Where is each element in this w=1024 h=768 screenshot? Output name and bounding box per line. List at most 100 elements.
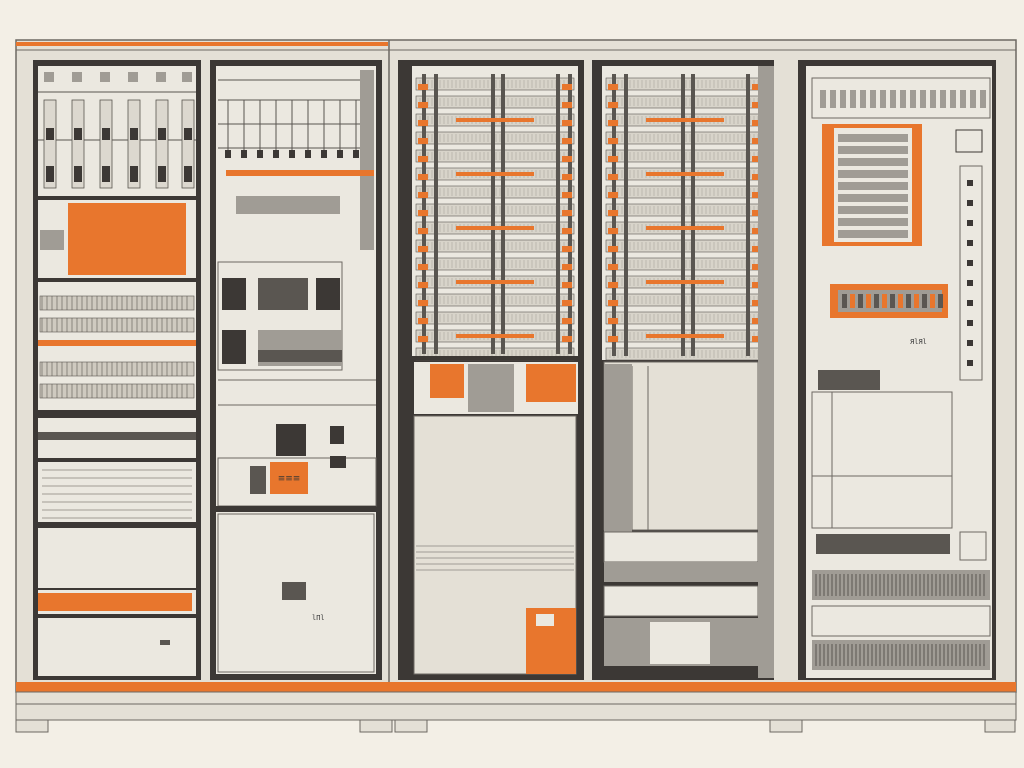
orange-clip xyxy=(752,210,762,216)
section-meter xyxy=(38,462,196,522)
rack-post xyxy=(434,74,438,354)
orange-clip xyxy=(752,174,762,180)
breaker-toggle xyxy=(130,128,138,140)
relay xyxy=(938,294,943,308)
rack-post xyxy=(691,74,695,356)
orange-clip xyxy=(562,282,572,288)
relay xyxy=(874,294,879,308)
rack-post xyxy=(681,74,685,356)
breaker-toggle xyxy=(102,128,110,140)
terminal-lug xyxy=(225,150,231,158)
rack-post xyxy=(491,74,495,354)
orange-bus xyxy=(646,280,724,284)
meter-1 xyxy=(222,278,246,310)
breaker-toggle xyxy=(74,166,82,182)
indicator-led xyxy=(967,220,973,226)
cabinet-center-left: ≡≡≡ lПl xyxy=(210,60,382,680)
orange-bus xyxy=(456,118,534,122)
orange-clip xyxy=(608,210,618,216)
foot-5 xyxy=(984,719,1016,733)
relay xyxy=(906,294,911,308)
busbar-slot xyxy=(838,194,908,202)
meter-panel xyxy=(217,261,343,371)
section-lower xyxy=(38,528,196,588)
orange-clip xyxy=(608,84,618,90)
terminal-lug xyxy=(337,150,343,158)
orange-bus xyxy=(456,334,534,338)
indicator-led xyxy=(967,240,973,246)
terminal xyxy=(870,90,876,108)
terminal-lug xyxy=(321,150,327,158)
orange-clip xyxy=(608,102,618,108)
cabinet-left xyxy=(33,60,201,680)
busbar-slot xyxy=(838,170,908,178)
relay xyxy=(850,294,855,308)
orange-clip xyxy=(752,192,762,198)
relay xyxy=(890,294,895,308)
orange-clip xyxy=(752,246,762,252)
orange-clip xyxy=(752,84,762,90)
orange-clip xyxy=(562,246,572,252)
orange-clip xyxy=(608,228,618,234)
orange-bus xyxy=(456,280,534,284)
indicator-led xyxy=(967,340,973,346)
vent-grille-3 xyxy=(812,640,990,670)
breaker-cap xyxy=(44,72,54,82)
orange-clip xyxy=(752,336,762,342)
orange-switch-right xyxy=(526,364,576,402)
relay xyxy=(882,294,887,308)
orange-clip xyxy=(562,156,572,162)
rack-post xyxy=(624,74,628,356)
breaker-row-top xyxy=(38,66,196,196)
orange-clip xyxy=(418,228,428,234)
orange-clip xyxy=(418,138,428,144)
orange-bus xyxy=(646,226,724,230)
orange-clip xyxy=(562,300,572,306)
orange-clip xyxy=(418,210,428,216)
orange-clip xyxy=(418,282,428,288)
top-terminal-strip xyxy=(811,77,991,119)
orange-clip xyxy=(418,336,428,342)
breaker-toggle xyxy=(184,128,192,140)
cabinet-center-right xyxy=(592,60,774,680)
orange-clip xyxy=(608,192,618,198)
busbar-slot xyxy=(838,146,908,154)
breaker-toggle xyxy=(158,166,166,182)
terminal xyxy=(830,90,836,108)
base-plinth xyxy=(15,691,1017,721)
indicator-led xyxy=(967,260,973,266)
orange-clip xyxy=(562,120,572,126)
terminal xyxy=(950,90,956,108)
relay xyxy=(914,294,919,308)
terminal xyxy=(900,90,906,108)
terminal xyxy=(940,90,946,108)
orange-bus xyxy=(456,172,534,176)
busbar-slot xyxy=(838,158,908,166)
orange-clip xyxy=(752,102,762,108)
terminal-lug xyxy=(273,150,279,158)
orange-bus xyxy=(646,334,724,338)
orange-clip xyxy=(562,192,572,198)
orange-clip xyxy=(562,210,572,216)
orange-clip xyxy=(608,282,618,288)
orange-clip xyxy=(608,318,618,324)
terminal-lug xyxy=(289,150,295,158)
orange-clip xyxy=(418,102,428,108)
indicator-led xyxy=(967,280,973,286)
orange-clip xyxy=(562,264,572,270)
terminal-lug xyxy=(241,150,247,158)
orange-bus xyxy=(456,226,534,230)
orange-bus xyxy=(646,172,724,176)
meter-4 xyxy=(222,330,246,364)
breaker-toggle xyxy=(46,166,54,182)
breaker-cap xyxy=(156,72,166,82)
busbar-slot xyxy=(838,182,908,190)
orange-nameplate-text: ≡≡≡ xyxy=(278,474,301,484)
orange-clip xyxy=(752,228,762,234)
breaker-toggle xyxy=(46,128,54,140)
orange-clip xyxy=(418,246,428,252)
orange-clip xyxy=(752,318,762,324)
orange-clip xyxy=(562,336,572,342)
orange-clip xyxy=(752,138,762,144)
vent-grille-1 xyxy=(812,570,990,600)
